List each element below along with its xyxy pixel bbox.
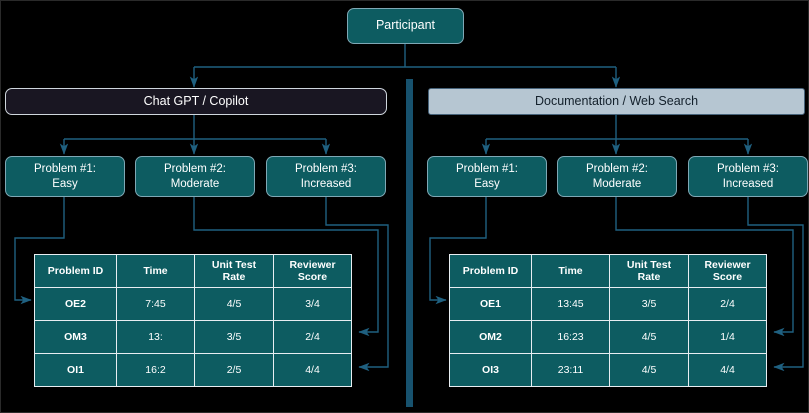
table-row: OE1 13:45 3/5 2/4 (449, 287, 767, 321)
node-docs-problem-3[interactable]: Problem #3: Increased (688, 156, 808, 197)
node-branch-chat-label: Chat GPT / Copilot (143, 93, 249, 108)
node-branch-chat[interactable]: Chat GPT / Copilot (5, 88, 387, 115)
cell-time: 13:45 (531, 287, 610, 321)
cell-unit-test-rate: 3/5 (609, 287, 689, 321)
col-header-unit-test-rate-l2: Rate (222, 271, 246, 283)
col-header-time-l1: Time (558, 265, 583, 277)
cell-unit-test-rate: 3/5 (194, 320, 274, 354)
cell-problem-id: OE1 (449, 287, 532, 321)
cell-time: 13: (116, 320, 195, 354)
cell-reviewer-score: 4/4 (273, 353, 352, 387)
node-branch-docs[interactable]: Documentation / Web Search (428, 88, 805, 115)
cell-problem-id: OM3 (34, 320, 117, 354)
node-chat-problem-2[interactable]: Problem #2: Moderate (135, 156, 255, 197)
node-branch-docs-label: Documentation / Web Search (534, 93, 699, 108)
node-docs-problem-1-line1: Problem #1: (455, 163, 518, 176)
col-header-reviewer-score-l1: Reviewer (289, 259, 336, 271)
col-header-time: Time (116, 254, 195, 288)
table-header-row: Problem ID Time Unit Test Rate Reviewer … (34, 254, 352, 288)
cell-reviewer-score: 2/4 (688, 287, 767, 321)
col-header-time: Time (531, 254, 610, 288)
node-participant[interactable]: Participant (347, 8, 464, 44)
col-header-problem-id-l1: Problem ID (47, 265, 104, 277)
col-header-problem-id-l1: Problem ID (462, 265, 519, 277)
col-header-reviewer-score: Reviewer Score (688, 254, 767, 288)
col-header-problem-id: Problem ID (449, 254, 532, 288)
cell-problem-id: OI1 (34, 353, 117, 387)
col-header-time-l1: Time (143, 265, 168, 277)
col-header-reviewer-score-l2: Score (712, 271, 743, 283)
node-docs-problem-1[interactable]: Problem #1: Easy (427, 156, 547, 197)
cell-reviewer-score: 4/4 (688, 353, 767, 387)
col-header-reviewer-score-l2: Score (297, 271, 328, 283)
col-header-unit-test-rate-l1: Unit Test (211, 259, 257, 271)
node-docs-problem-3-line2: Increased (722, 177, 774, 190)
col-header-unit-test-rate-l1: Unit Test (626, 259, 672, 271)
cell-problem-id: OM2 (449, 320, 532, 354)
node-chat-problem-2-line2: Moderate (170, 177, 220, 190)
cell-reviewer-score: 1/4 (688, 320, 767, 354)
cell-time: 16:23 (531, 320, 610, 354)
col-header-unit-test-rate: Unit Test Rate (609, 254, 689, 288)
cell-time: 7:45 (116, 287, 195, 321)
cell-unit-test-rate: 4/5 (609, 353, 689, 387)
node-chat-problem-1-line1: Problem #1: (33, 163, 96, 176)
node-chat-problem-1-line2: Easy (52, 177, 78, 190)
results-table-docs: Problem ID Time Unit Test Rate Reviewer … (449, 254, 767, 387)
node-chat-problem-1[interactable]: Problem #1: Easy (5, 156, 125, 197)
node-docs-problem-1-line2: Easy (474, 177, 500, 190)
table-row: OE2 7:45 4/5 3/4 (34, 287, 352, 321)
node-chat-problem-3-line2: Increased (300, 177, 352, 190)
cell-time: 16:2 (116, 353, 195, 387)
cell-time: 23:11 (531, 353, 610, 387)
table-row: OI3 23:11 4/5 4/4 (449, 353, 767, 387)
center-divider (406, 79, 413, 407)
col-header-problem-id: Problem ID (34, 254, 117, 288)
col-header-reviewer-score: Reviewer Score (273, 254, 352, 288)
cell-problem-id: OE2 (34, 287, 117, 321)
cell-unit-test-rate: 4/5 (194, 287, 274, 321)
col-header-reviewer-score-l1: Reviewer (704, 259, 751, 271)
node-participant-label: Participant (375, 18, 436, 33)
table-row: OM3 13: 3/5 2/4 (34, 320, 352, 354)
cell-problem-id: OI3 (449, 353, 532, 387)
cell-unit-test-rate: 2/5 (194, 353, 274, 387)
cell-reviewer-score: 2/4 (273, 320, 352, 354)
cell-unit-test-rate: 4/5 (609, 320, 689, 354)
results-table-chat: Problem ID Time Unit Test Rate Reviewer … (34, 254, 352, 387)
col-header-unit-test-rate: Unit Test Rate (194, 254, 274, 288)
table-header-row: Problem ID Time Unit Test Rate Reviewer … (449, 254, 767, 288)
node-chat-problem-3-line1: Problem #3: (294, 163, 357, 176)
node-docs-problem-2[interactable]: Problem #2: Moderate (557, 156, 677, 197)
node-docs-problem-3-line1: Problem #3: (716, 163, 779, 176)
cell-reviewer-score: 3/4 (273, 287, 352, 321)
node-chat-problem-2-line1: Problem #2: (163, 163, 226, 176)
node-chat-problem-3[interactable]: Problem #3: Increased (266, 156, 386, 197)
node-docs-problem-2-line2: Moderate (592, 177, 642, 190)
table-row: OM2 16:23 4/5 1/4 (449, 320, 767, 354)
table-row: OI1 16:2 2/5 4/4 (34, 353, 352, 387)
node-docs-problem-2-line1: Problem #2: (585, 163, 648, 176)
col-header-unit-test-rate-l2: Rate (637, 271, 661, 283)
